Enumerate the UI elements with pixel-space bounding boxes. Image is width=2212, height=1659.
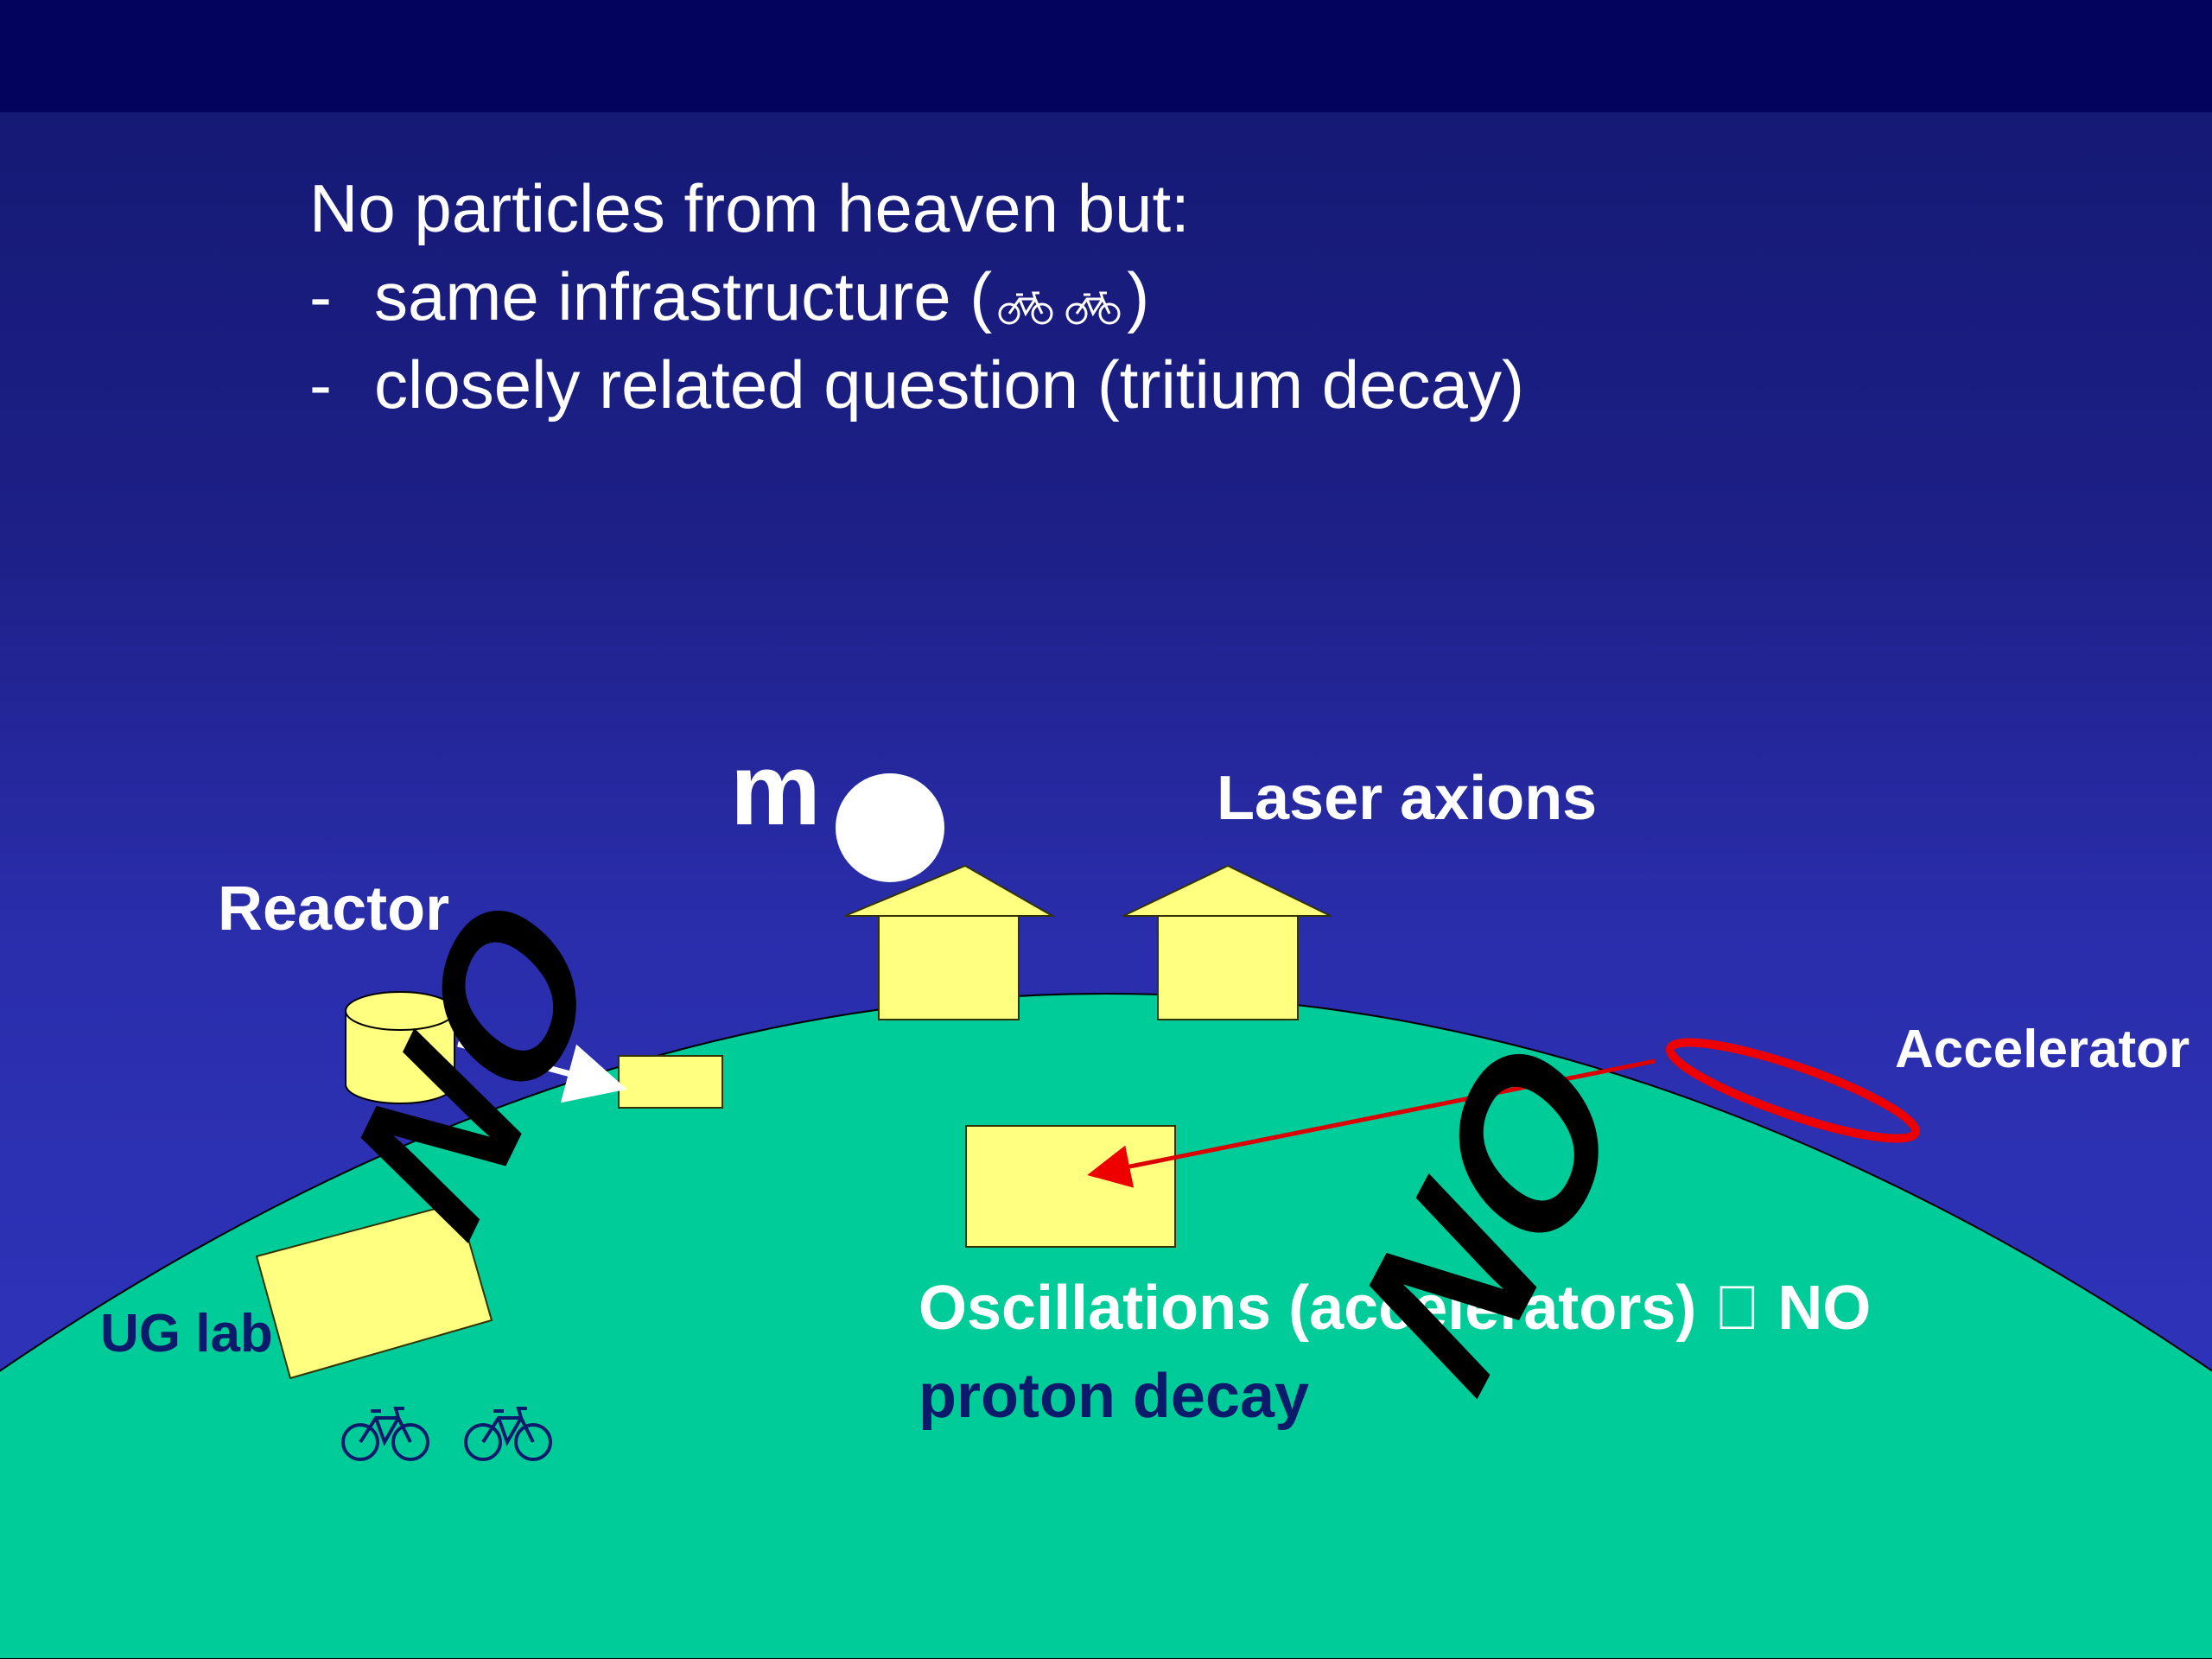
house-right: [1122, 864, 1332, 1020]
heading-line-3-text: closely related question (tritium decay): [374, 346, 1524, 423]
ug-lab-label: UG lab: [100, 1304, 273, 1363]
accelerator-beam-arrow: [1087, 1058, 1656, 1188]
bicycle-icon: [997, 268, 1054, 335]
accelerator-ring: [1665, 1038, 1921, 1143]
reactor-label: Reactor: [218, 874, 450, 944]
reactor-cylinder: [345, 991, 455, 1104]
title-bar: [0, 0, 2212, 112]
ug-lab-box: [255, 1201, 493, 1380]
laser-axions-label: Laser axions: [1217, 764, 1598, 833]
heading-line-2-text: same infrastructure (: [374, 258, 993, 334]
m-label: m: [730, 733, 821, 847]
bicycle-icon: [1065, 268, 1122, 335]
oscillation-detector-box: [965, 1125, 1176, 1248]
moon-circle: [836, 773, 944, 882]
house-left: [844, 864, 1056, 1020]
oscillations-label: Oscillations (accelerators)  NO: [918, 1274, 1871, 1343]
earth-ground: [0, 993, 2212, 1659]
bullet-dash: -: [309, 258, 332, 334]
accelerator-label: Accelerator: [1895, 1020, 2190, 1079]
heading-line-1: No particles from heaven but:: [309, 170, 1190, 246]
bicycle-icon: [341, 1407, 429, 1461]
reactor-detector-box: [618, 1055, 723, 1109]
heading-line-2-end: ): [1127, 258, 1150, 334]
bicycle-icon: [464, 1407, 552, 1461]
reactor-arrow: [457, 1040, 627, 1103]
bullet-dash: -: [309, 346, 332, 423]
heading-line-2: -same infrastructure (): [309, 263, 1149, 335]
proton-decay-label: proton decay: [918, 1362, 1310, 1431]
heading-line-3: -closely related question (tritium decay…: [309, 351, 1524, 418]
